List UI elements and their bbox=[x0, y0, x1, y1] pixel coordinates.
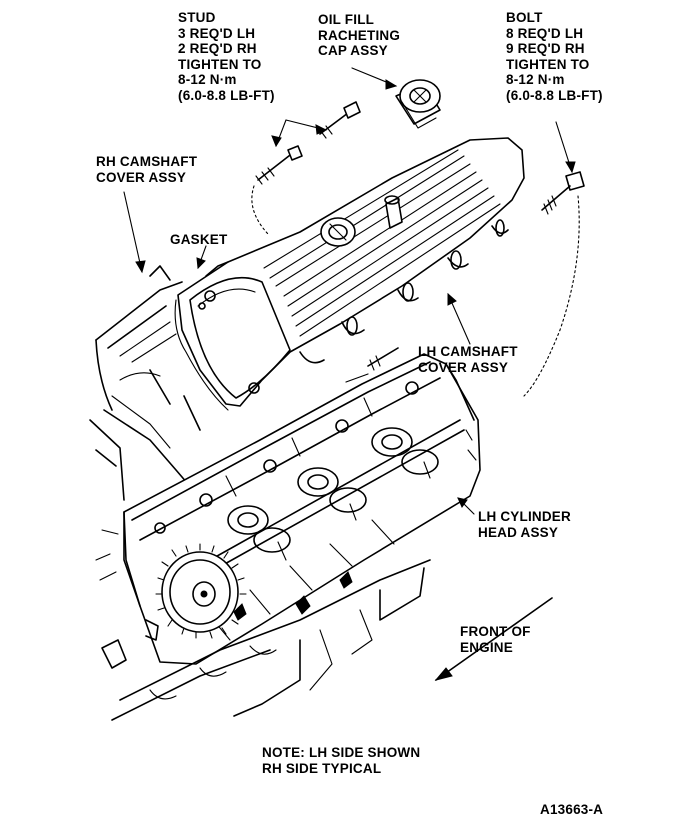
lh-cover-line2: COVER ASSY bbox=[418, 359, 509, 375]
note-line1: NOTE: LH SIDE SHOWN bbox=[262, 745, 421, 760]
oil-fill-line1: OIL FILL bbox=[318, 12, 375, 27]
gasket-label: GASKET bbox=[170, 232, 228, 247]
front-of-engine-callout: FRONT OF ENGINE bbox=[460, 624, 531, 655]
rh-cover-line1: RH CAMSHAFT bbox=[96, 154, 198, 169]
note-line2: RH SIDE TYPICAL bbox=[262, 760, 382, 776]
note-callout: NOTE: LH SIDE SHOWN RH SIDE TYPICAL bbox=[262, 745, 420, 776]
lh-head-line2: HEAD ASSY bbox=[478, 524, 559, 540]
bolt bbox=[541, 171, 585, 215]
studs bbox=[255, 101, 399, 371]
bolt-tighten: TIGHTEN TO bbox=[506, 56, 590, 72]
lh-head-callout: LH CYLINDER HEAD ASSY bbox=[478, 509, 571, 540]
stud-rh-qty: 2 REQ'D RH bbox=[178, 41, 257, 56]
bolt-callout: BOLT 8 REQ'D LH 9 REQ'D RH TIGHTEN TO 8-… bbox=[506, 10, 603, 103]
lh-cover-callout: LH CAMSHAFT COVER ASSY bbox=[418, 344, 518, 375]
rh-cover-callout: RH CAMSHAFT COVER ASSY bbox=[96, 154, 197, 185]
bolt-lh-qty: 8 REQ'D LH bbox=[506, 25, 584, 41]
front-line1: FRONT OF bbox=[460, 624, 531, 639]
cylinder-block bbox=[89, 419, 431, 721]
bolt-title: BOLT bbox=[506, 10, 543, 25]
stud-torque-lbft: (6.0-8.8 LB-FT) bbox=[178, 87, 275, 103]
bolt-torque-lbft: (6.0-8.8 LB-FT) bbox=[506, 87, 603, 103]
gasket-callout: GASKET bbox=[170, 232, 227, 248]
gasket-edge bbox=[174, 299, 229, 411]
front-arrow bbox=[434, 597, 553, 681]
camshaft-sprocket bbox=[155, 543, 247, 639]
lh-cover-line1: LH CAMSHAFT bbox=[418, 344, 518, 359]
stud-title: STUD bbox=[178, 10, 216, 25]
stud-lh-qty: 3 REQ'D LH bbox=[178, 25, 256, 41]
stud-callout: STUD 3 REQ'D LH 2 REQ'D RH TIGHTEN TO 8-… bbox=[178, 10, 275, 103]
front-line2: ENGINE bbox=[460, 639, 513, 655]
oil-fill-cap bbox=[395, 79, 441, 129]
stud-tighten: TIGHTEN TO bbox=[178, 56, 262, 72]
rh-cover-line2: COVER ASSY bbox=[96, 169, 187, 185]
lh-camshaft-cover bbox=[177, 137, 525, 407]
leader-lines bbox=[123, 67, 580, 515]
figure-id: A13663-A bbox=[540, 802, 604, 817]
oil-fill-line2: RACHETING bbox=[318, 27, 401, 43]
bolt-torque-nm: 8-12 N·m bbox=[506, 72, 565, 87]
oil-fill-callout: OIL FILL RACHETING CAP ASSY bbox=[318, 12, 400, 59]
bolt-rh-qty: 9 REQ'D RH bbox=[506, 41, 585, 56]
stud-torque-nm: 8-12 N·m bbox=[178, 72, 237, 87]
oil-fill-line3: CAP ASSY bbox=[318, 43, 388, 58]
lh-head-line1: LH CYLINDER bbox=[478, 509, 571, 524]
